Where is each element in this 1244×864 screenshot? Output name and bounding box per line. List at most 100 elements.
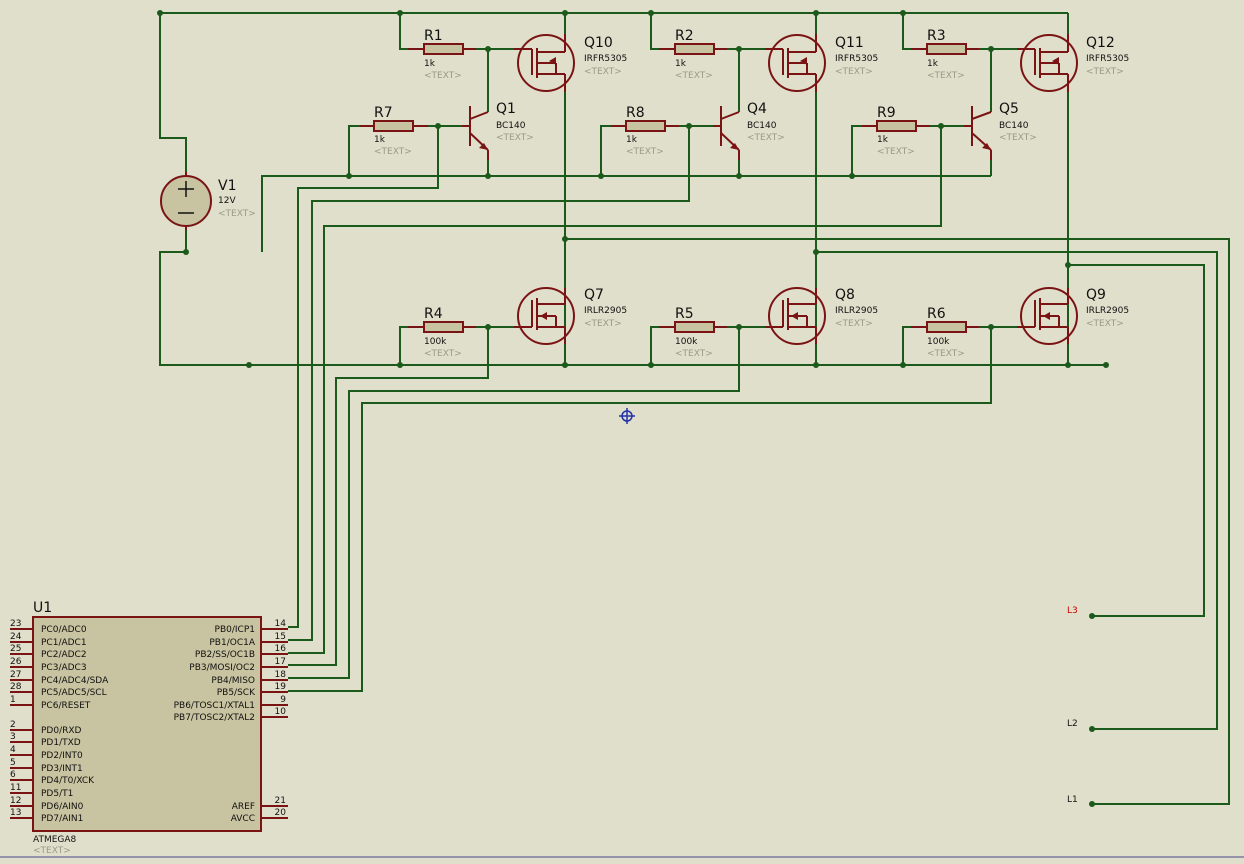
mcu-left-pin-name: PC3/ADC3	[41, 663, 87, 673]
mcu-right-pin-name: PB7/TOSC2/XTAL2	[174, 713, 255, 723]
output-label-l1: L1	[1067, 795, 1078, 805]
r8-ref: R8	[626, 105, 645, 121]
mcu-right-pin-number: 16	[275, 644, 287, 654]
r6-ref: R6	[927, 306, 946, 322]
crosshair-cursor-icon	[619, 408, 635, 424]
mcu-right-pin-number: 19	[275, 682, 287, 692]
q1-ref: Q1	[496, 101, 516, 117]
mcu-right-pin-name: PB4/MISO	[211, 676, 255, 686]
mosfet-q12[interactable]: Q12 IRFR5305 <TEXT>	[1017, 34, 1129, 92]
r1-ref: R1	[424, 28, 443, 44]
q4-text: <TEXT>	[747, 133, 785, 143]
resistor-r8[interactable]: R8 1k <TEXT>	[611, 105, 679, 157]
q5-ref: Q5	[999, 101, 1019, 117]
mcu-left-pin-number: 28	[10, 682, 22, 692]
mcu-right-pin-number: 21	[275, 796, 286, 806]
resistor-r1[interactable]: R1 1k <TEXT>	[408, 28, 476, 81]
r8-value: 1k	[626, 135, 638, 145]
q11-value: IRFR5305	[835, 54, 878, 64]
resistor-r7[interactable]: R7 1k <TEXT>	[360, 105, 428, 157]
r6-text: <TEXT>	[927, 349, 965, 359]
r4-text: <TEXT>	[424, 349, 462, 359]
junction-dots	[157, 10, 1109, 807]
mosfet-q8[interactable]: Q8 IRLR2905 <TEXT>	[765, 287, 878, 345]
mcu-left-pin-number: 4	[10, 745, 16, 755]
q8-text: <TEXT>	[835, 319, 873, 329]
mcu-left-pin-name: PD1/TXD	[41, 738, 81, 748]
mcu-right-pin-number: 20	[275, 808, 287, 818]
r5-text: <TEXT>	[675, 349, 713, 359]
mosfet-q9[interactable]: Q9 IRLR2905 <TEXT>	[1017, 287, 1129, 345]
r7-text: <TEXT>	[374, 147, 412, 157]
mcu-right-pin-number: 17	[275, 657, 286, 667]
r3-text: <TEXT>	[927, 71, 965, 81]
r1-text: <TEXT>	[424, 71, 462, 81]
r9-value: 1k	[877, 135, 889, 145]
mosfet-q7[interactable]: Q7 IRLR2905 <TEXT>	[514, 287, 627, 345]
q11-ref: Q11	[835, 35, 864, 51]
u1-ref: U1	[33, 600, 52, 616]
mcu-left-pin-number: 26	[10, 657, 22, 667]
mcu-right-pin-name: PB6/TOSC1/XTAL1	[174, 701, 255, 711]
resistor-r2[interactable]: R2 1k <TEXT>	[659, 28, 727, 81]
r5-ref: R5	[675, 306, 694, 322]
q8-ref: Q8	[835, 287, 855, 303]
q7-text: <TEXT>	[584, 319, 622, 329]
mcu-left-pin-number: 13	[10, 808, 21, 818]
transistor-q1[interactable]: Q1 BC140 <TEXT>	[462, 101, 534, 160]
mcu-left-pin-name: PD6/AIN0	[41, 802, 84, 812]
mcu-right-pin-number: 18	[275, 670, 287, 680]
resistor-r4[interactable]: R4 100k <TEXT>	[408, 306, 476, 359]
mcu-left-pin-name: PD2/INT0	[41, 751, 83, 761]
q4-ref: Q4	[747, 101, 767, 117]
mcu-left-pin-number: 23	[10, 619, 21, 629]
transistor-q4[interactable]: Q4 BC140 <TEXT>	[713, 101, 785, 160]
q9-ref: Q9	[1086, 287, 1106, 303]
output-label-l2: L2	[1067, 719, 1078, 729]
mcu-left-pin-number: 2	[10, 720, 16, 730]
r9-text: <TEXT>	[877, 147, 915, 157]
mosfet-q10[interactable]: Q10 IRFR5305 <TEXT>	[514, 34, 627, 92]
mcu-right-pin-name: PB1/OC1A	[209, 638, 255, 648]
u1-text: <TEXT>	[33, 846, 71, 856]
resistor-r9[interactable]: R9 1k <TEXT>	[862, 105, 930, 157]
mcu-left-pin-number: 24	[10, 632, 22, 642]
q5-value: BC140	[999, 121, 1029, 131]
v1-text: <TEXT>	[218, 209, 256, 219]
q1-value: BC140	[496, 121, 526, 131]
mcu-left-pin-name: PC4/ADC4/SDA	[41, 676, 109, 686]
q9-text: <TEXT>	[1086, 319, 1124, 329]
r5-value: 100k	[675, 337, 698, 347]
mcu-right-pin-name: PB5/SCK	[217, 688, 256, 698]
r2-text: <TEXT>	[675, 71, 713, 81]
mcu-right-pin-number: 10	[275, 707, 287, 717]
transistor-q5[interactable]: Q5 BC140 <TEXT>	[964, 101, 1037, 160]
v1-value: 12V	[218, 196, 236, 206]
r8-text: <TEXT>	[626, 147, 664, 157]
mcu-left-pin-name: PD5/T1	[41, 789, 73, 799]
mosfet-q11[interactable]: Q11 IRFR5305 <TEXT>	[765, 34, 878, 92]
r7-ref: R7	[374, 105, 393, 121]
resistor-r3[interactable]: R3 1k <TEXT>	[911, 28, 979, 81]
mcu-right-pin-name: PB0/ICP1	[215, 625, 255, 635]
mcu-right-pin-number: 15	[275, 632, 286, 642]
u1-part: ATMEGA8	[33, 835, 77, 845]
mcu-left-pin-number: 27	[10, 670, 21, 680]
voltage-source-v1[interactable]: V1 12V <TEXT>	[160, 172, 256, 230]
r3-ref: R3	[927, 28, 946, 44]
mcu-left-pin-number: 25	[10, 644, 21, 654]
mcu-left-pin-name: PD7/AIN1	[41, 814, 83, 824]
resistor-r5[interactable]: R5 100k <TEXT>	[659, 306, 727, 359]
q9-value: IRLR2905	[1086, 306, 1129, 316]
resistor-r6[interactable]: R6 100k <TEXT>	[911, 306, 979, 359]
mcu-right-pin-number: 9	[280, 695, 286, 705]
r4-value: 100k	[424, 337, 447, 347]
mcu-left-pin-name: PD3/INT1	[41, 764, 83, 774]
microcontroller-u1[interactable]: U1 ATMEGA8 <TEXT> 23PC0/ADC024PC1/ADC125…	[10, 600, 288, 856]
r9-ref: R9	[877, 105, 896, 121]
r6-value: 100k	[927, 337, 950, 347]
mcu-right-pin-name: PB3/MOSI/OC2	[189, 663, 255, 673]
mcu-left-pin-name: PC5/ADC5/SCL	[41, 688, 107, 698]
